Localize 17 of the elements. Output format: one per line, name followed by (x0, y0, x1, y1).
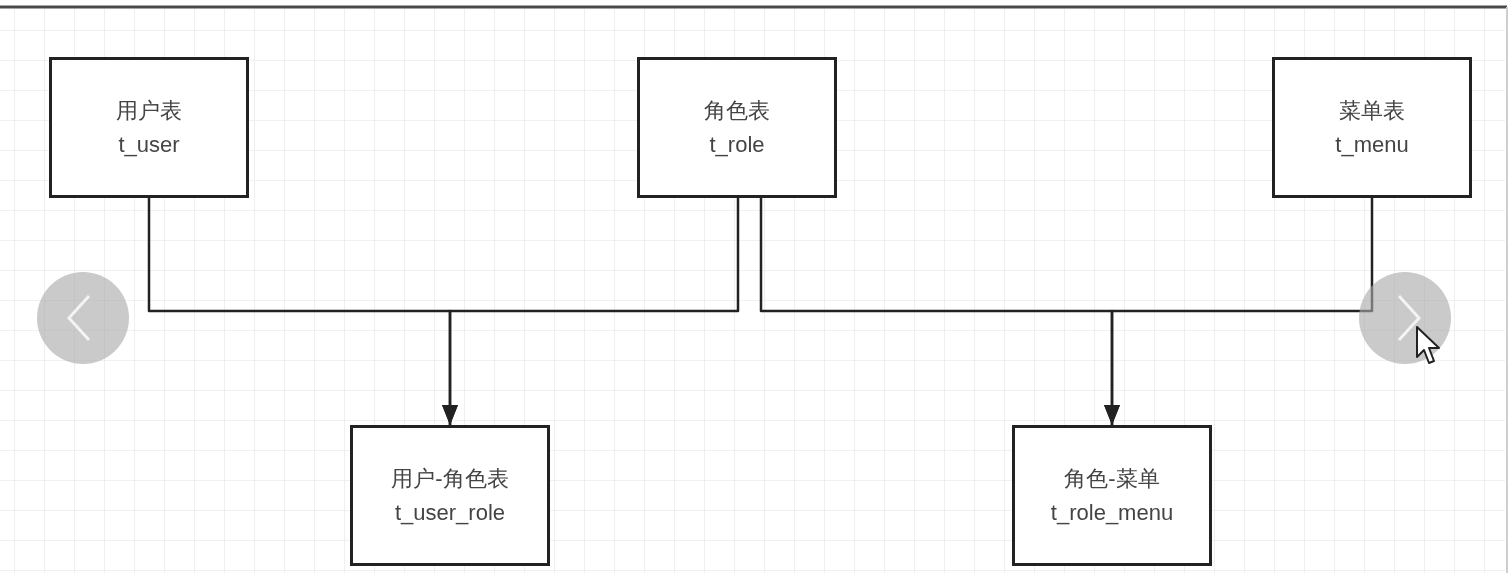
table-title: 菜单表 (1339, 96, 1405, 125)
table-box (350, 425, 550, 566)
table-name: t_role_menu (1050, 498, 1174, 527)
table-name: t_user (118, 130, 180, 159)
table-name: t_role (709, 130, 765, 159)
table-name: t_menu (1335, 130, 1409, 159)
table-box (1012, 425, 1212, 566)
connector-arrow (442, 198, 740, 425)
table-box (1272, 57, 1472, 198)
table-box (49, 57, 249, 198)
table-title: 用户-角色表 (391, 464, 509, 493)
connector-arrow (1104, 198, 1374, 425)
table-title: 角色表 (704, 96, 770, 125)
table-title: 用户表 (116, 96, 182, 125)
table-box (637, 57, 837, 198)
table-name: t_user_role (394, 498, 506, 527)
table-title: 角色-菜单 (1064, 464, 1160, 493)
